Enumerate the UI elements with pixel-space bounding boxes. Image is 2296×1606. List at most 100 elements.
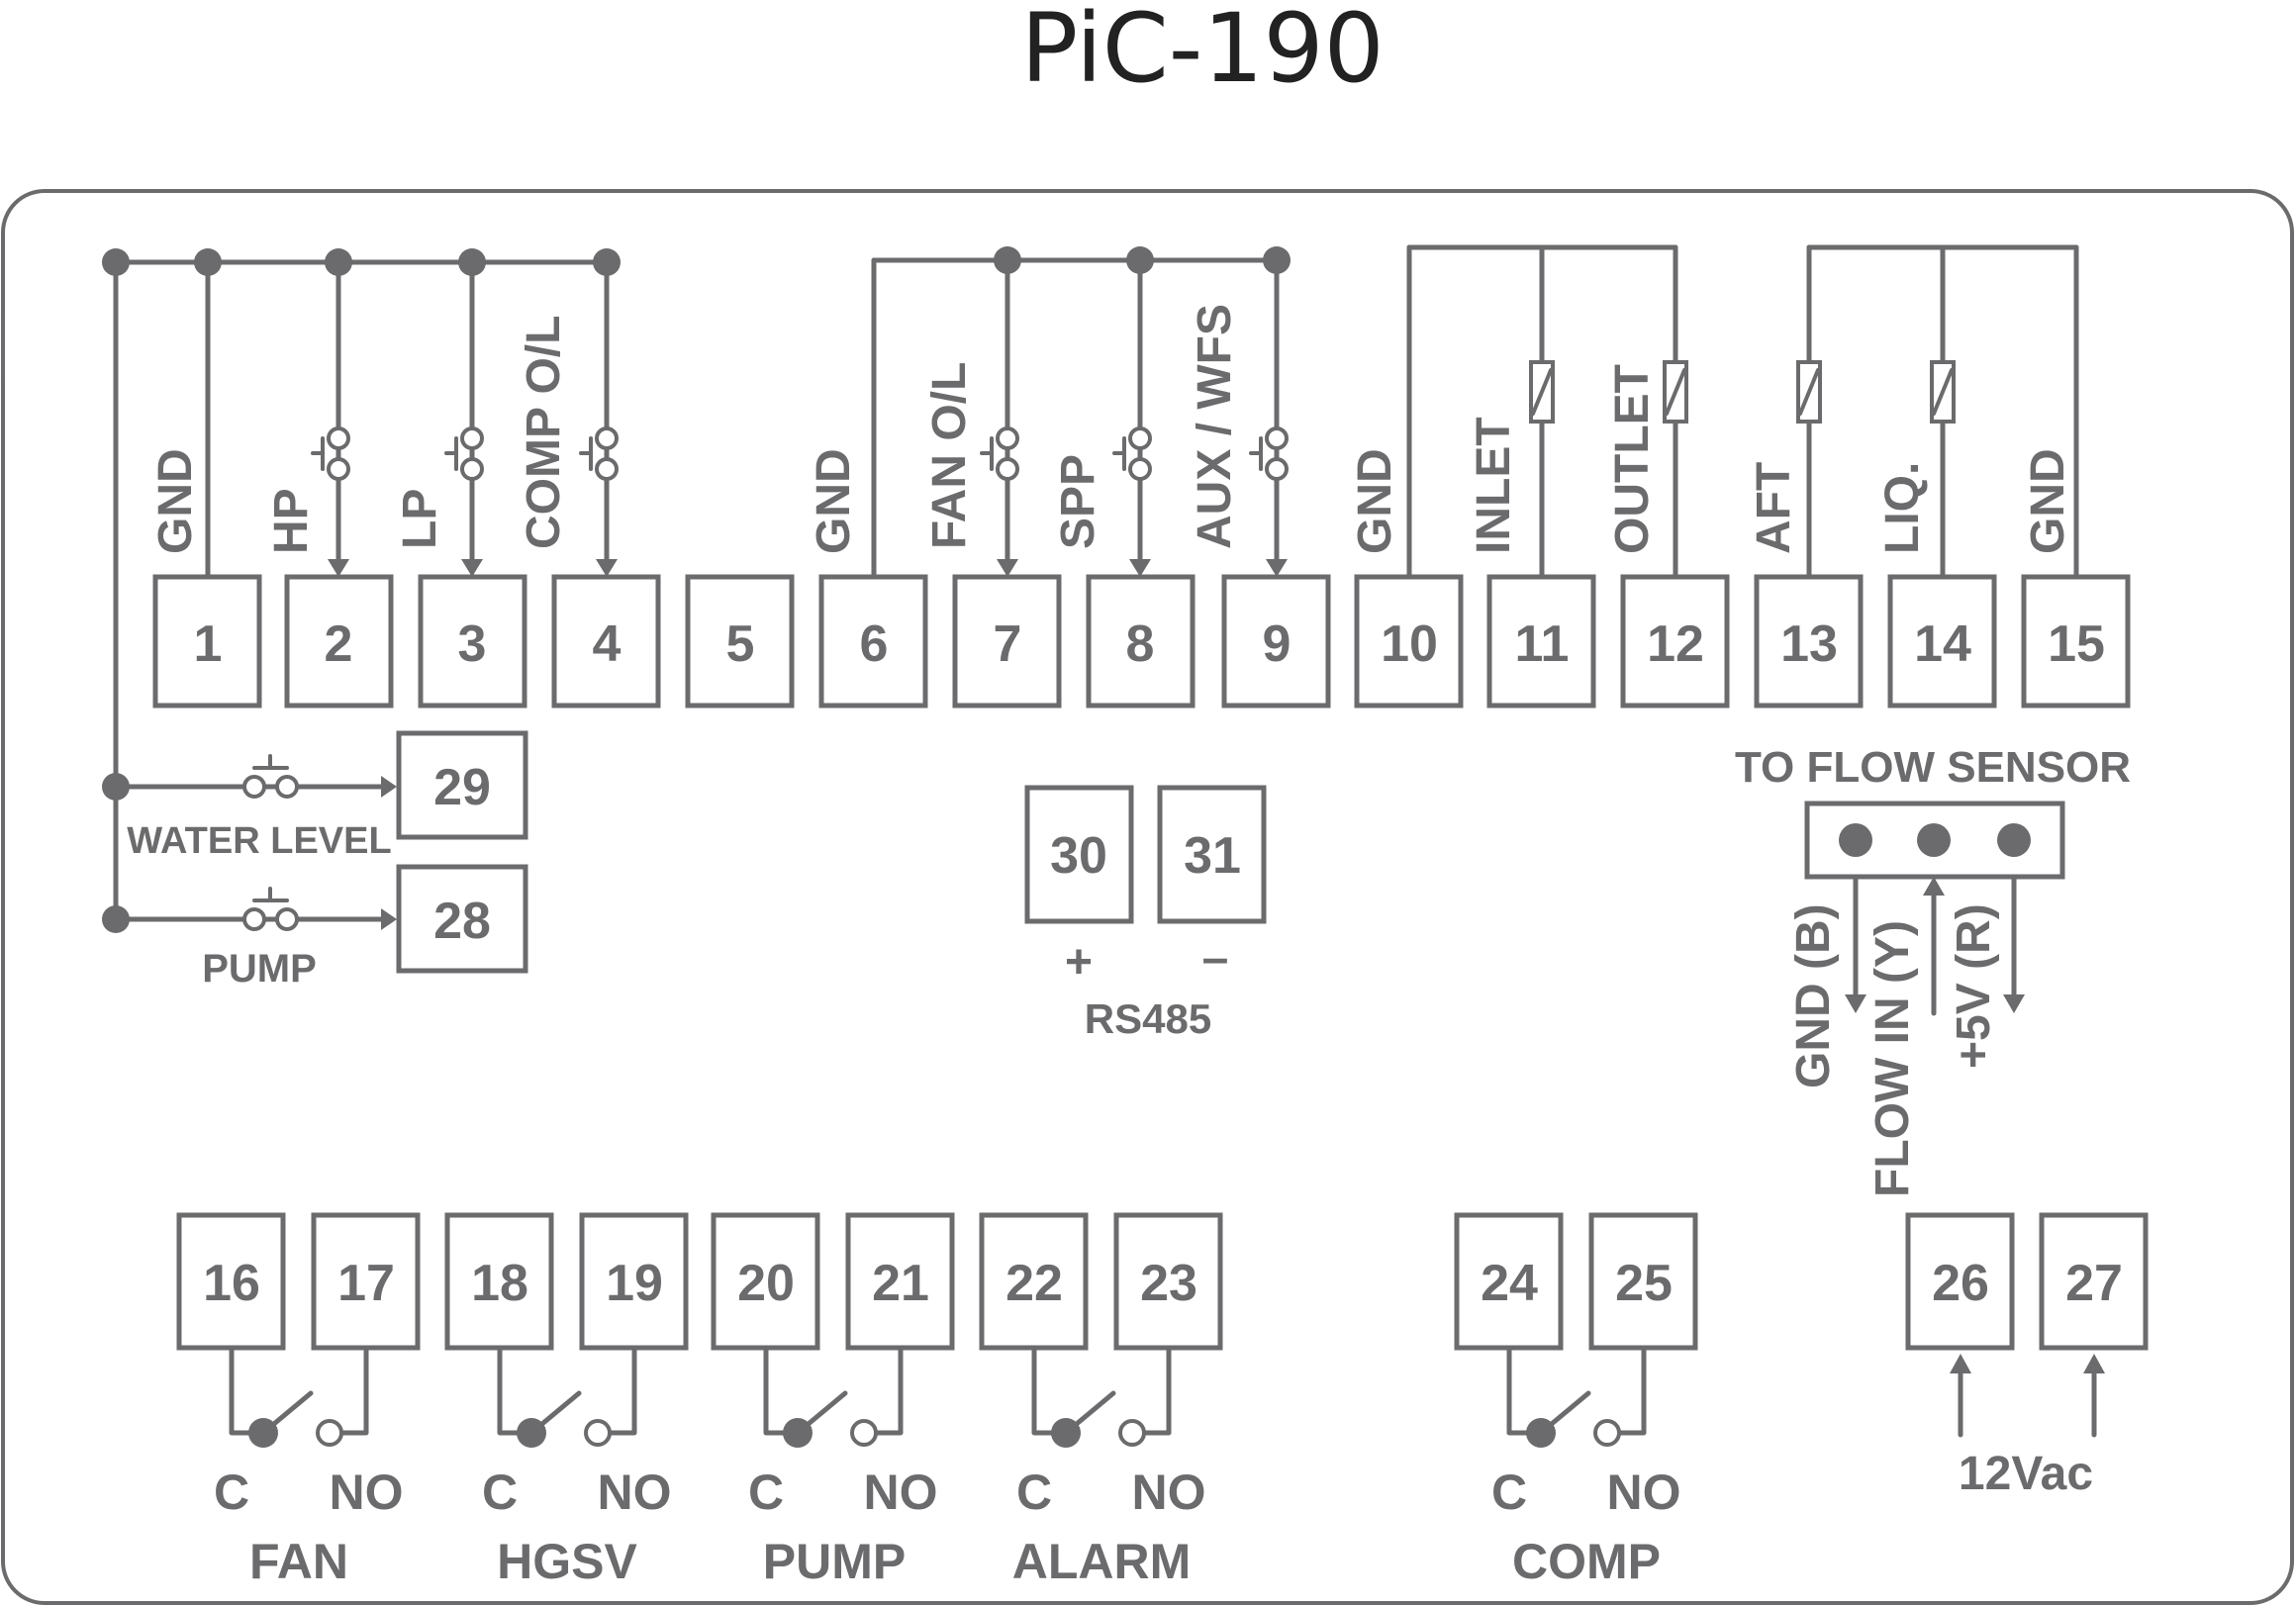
svg-text:8: 8	[1126, 615, 1155, 673]
terminal-15: 15	[2021, 574, 2131, 709]
svg-text:7: 7	[994, 615, 1022, 673]
terminal-24: 24	[1454, 1212, 1564, 1351]
terminal-22: 22	[979, 1212, 1089, 1351]
label-12vac: 12Vac	[1959, 1448, 2093, 1500]
terminal-6: 6	[818, 574, 928, 709]
power-input-arrows	[1950, 1354, 2105, 1438]
svg-text:31: 31	[1184, 827, 1241, 885]
terminal-31: 31	[1157, 785, 1267, 924]
alarm-relay-contact	[1031, 1345, 1172, 1448]
lp-switch	[444, 426, 484, 481]
svg-text:4: 4	[593, 615, 622, 673]
label-rs485-minus: –	[1202, 932, 1229, 985]
fan-ol-switch	[980, 426, 1019, 481]
svg-text:2: 2	[325, 615, 353, 673]
liq-sensor-icon	[1930, 360, 1956, 424]
terminal-9: 9	[1221, 574, 1331, 709]
hgsv-relay-name: HGSV	[497, 1534, 637, 1589]
terminal-28: 28	[396, 864, 528, 974]
label-aft: AFT	[1748, 462, 1800, 554]
comp-relay-contact	[1506, 1345, 1647, 1448]
terminal-13: 13	[1754, 574, 1864, 709]
terminal-11: 11	[1486, 574, 1596, 709]
hp-switch	[311, 426, 350, 481]
label-outlet: OUTLET	[1606, 364, 1659, 554]
terminal-4: 4	[551, 574, 661, 709]
water-level-input	[102, 754, 397, 801]
terminal-20: 20	[711, 1212, 820, 1351]
terminal-18: 18	[444, 1212, 554, 1351]
flow-sensor-connector	[1804, 801, 2065, 1016]
svg-text:11: 11	[1515, 615, 1570, 673]
svg-text:17: 17	[337, 1255, 395, 1312]
terminal-2: 2	[284, 574, 394, 709]
label-inlet: INLET	[1468, 417, 1520, 554]
terminal-14: 14	[1887, 574, 1997, 709]
svg-text:1: 1	[194, 615, 223, 673]
terminal-16: 16	[176, 1212, 286, 1351]
outlet-sensor-icon	[1663, 360, 1688, 424]
svg-text:5: 5	[726, 615, 755, 673]
terminal-21: 21	[845, 1212, 955, 1351]
terminal-1: 1	[152, 574, 262, 709]
diagram-title: PiC-190	[1020, 0, 1384, 104]
alarm-relay-no: NO	[1132, 1464, 1206, 1520]
label-pump-input: PUMP	[202, 947, 317, 991]
terminal-8: 8	[1086, 574, 1196, 709]
svg-text:24: 24	[1481, 1255, 1538, 1312]
pump-relay-c: C	[748, 1464, 784, 1520]
svg-text:20: 20	[737, 1255, 795, 1312]
label-rs485: RS485	[1085, 995, 1211, 1042]
label-aux-wfs: AUX / WFS	[1189, 304, 1241, 549]
terminal-3: 3	[418, 574, 527, 709]
hgsv-relay-contact	[497, 1345, 637, 1448]
terminal-7: 7	[952, 574, 1062, 709]
aux-wfs-switch	[1249, 426, 1289, 481]
terminal-17: 17	[311, 1212, 421, 1351]
terminal-25: 25	[1588, 1212, 1698, 1351]
fan-relay-no: NO	[330, 1464, 404, 1520]
fan-relay-c: C	[214, 1464, 249, 1520]
spp-switch	[1112, 426, 1152, 481]
svg-text:14: 14	[1914, 615, 1971, 673]
terminal-29: 29	[396, 730, 528, 840]
svg-text:10: 10	[1381, 615, 1438, 673]
comp-relay-c: C	[1491, 1464, 1527, 1520]
label-gnd-b: GND (B)	[1787, 903, 1840, 1088]
svg-text:18: 18	[471, 1255, 528, 1312]
svg-text:23: 23	[1140, 1255, 1197, 1312]
terminal-19: 19	[579, 1212, 689, 1351]
terminal-5: 5	[685, 574, 795, 709]
svg-text:19: 19	[606, 1255, 663, 1312]
svg-text:28: 28	[433, 893, 491, 950]
comp-relay-name: COMP	[1512, 1534, 1661, 1589]
aft-sensor-icon	[1796, 360, 1822, 424]
hgsv-relay-c: C	[482, 1464, 518, 1520]
terminal-27: 27	[2039, 1212, 2149, 1351]
sensor-bus-10-12	[1406, 244, 1678, 578]
label-to-flow-sensor: TO FLOW SENSOR	[1735, 743, 2131, 792]
label-comp-ol: COMP O/L	[518, 316, 570, 549]
label-liq: LIQ.	[1876, 462, 1929, 554]
alarm-relay-name: ALARM	[1012, 1534, 1192, 1589]
svg-text:29: 29	[433, 759, 491, 816]
svg-text:25: 25	[1615, 1255, 1673, 1312]
input-bus-middle	[871, 246, 1291, 578]
hgsv-relay-no: NO	[598, 1464, 672, 1520]
label-fan-ol: FAN O/L	[923, 362, 976, 549]
label-flow-in-y: FLOW IN (Y)	[1866, 920, 1919, 1197]
comp-relay-no: NO	[1607, 1464, 1681, 1520]
input-bus-left	[102, 248, 621, 921]
svg-text:12: 12	[1647, 615, 1704, 673]
terminal-10: 10	[1354, 574, 1464, 709]
fan-relay-contact	[229, 1345, 369, 1448]
svg-text:15: 15	[2048, 615, 2105, 673]
svg-text:3: 3	[458, 615, 487, 673]
pump-relay-name: PUMP	[763, 1534, 906, 1589]
controller-outline	[1, 189, 2294, 1605]
label-rs485-plus: +	[1065, 936, 1093, 989]
svg-text:16: 16	[203, 1255, 260, 1312]
fan-relay-name: FAN	[249, 1534, 348, 1589]
label-lp: LP	[394, 489, 446, 549]
svg-text:30: 30	[1050, 827, 1107, 885]
